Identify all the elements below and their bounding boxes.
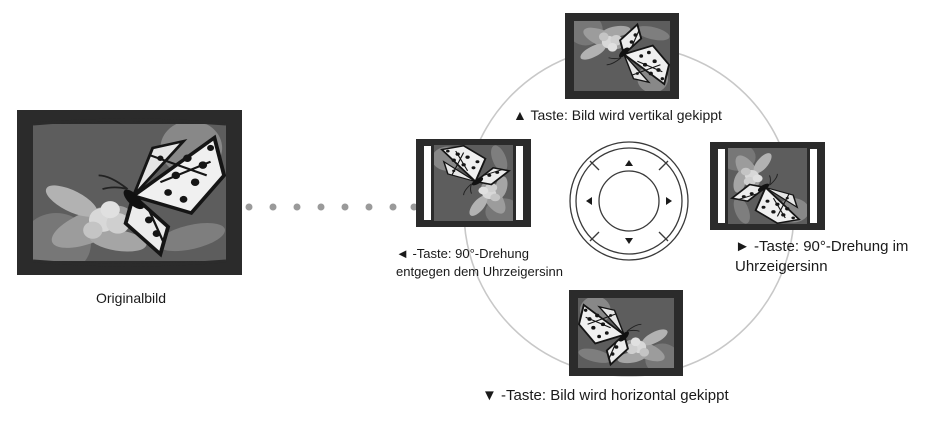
- vertical-flip-thumbnail: [565, 13, 679, 99]
- original-caption: Originalbild: [96, 290, 167, 306]
- original-image-thumbnail: [17, 110, 242, 275]
- left-button-caption: ◄ -Taste: 90°-Drehung entgegen dem Uhrze…: [396, 246, 563, 279]
- rotate-ccw-thumbnail: [416, 139, 531, 227]
- up-button-caption: ▲ Taste: Bild wird vertikal gekippt: [513, 107, 722, 123]
- down-button-caption: ▼ -Taste: Bild wird horizontal gekippt: [482, 387, 729, 404]
- right-button-caption: ► -Taste: 90°-Drehung im Uhrzeigersinn: [735, 238, 909, 275]
- down-arrow-icon[interactable]: [625, 238, 633, 244]
- dotted-connector: [245, 203, 418, 211]
- right-arrow-icon[interactable]: [666, 197, 672, 205]
- dpad[interactable]: [569, 141, 689, 261]
- left-arrow-icon[interactable]: [586, 197, 592, 205]
- rotate-cw-thumbnail: [710, 142, 825, 230]
- up-arrow-icon[interactable]: [625, 160, 633, 166]
- horizontal-flip-thumbnail: [569, 290, 683, 376]
